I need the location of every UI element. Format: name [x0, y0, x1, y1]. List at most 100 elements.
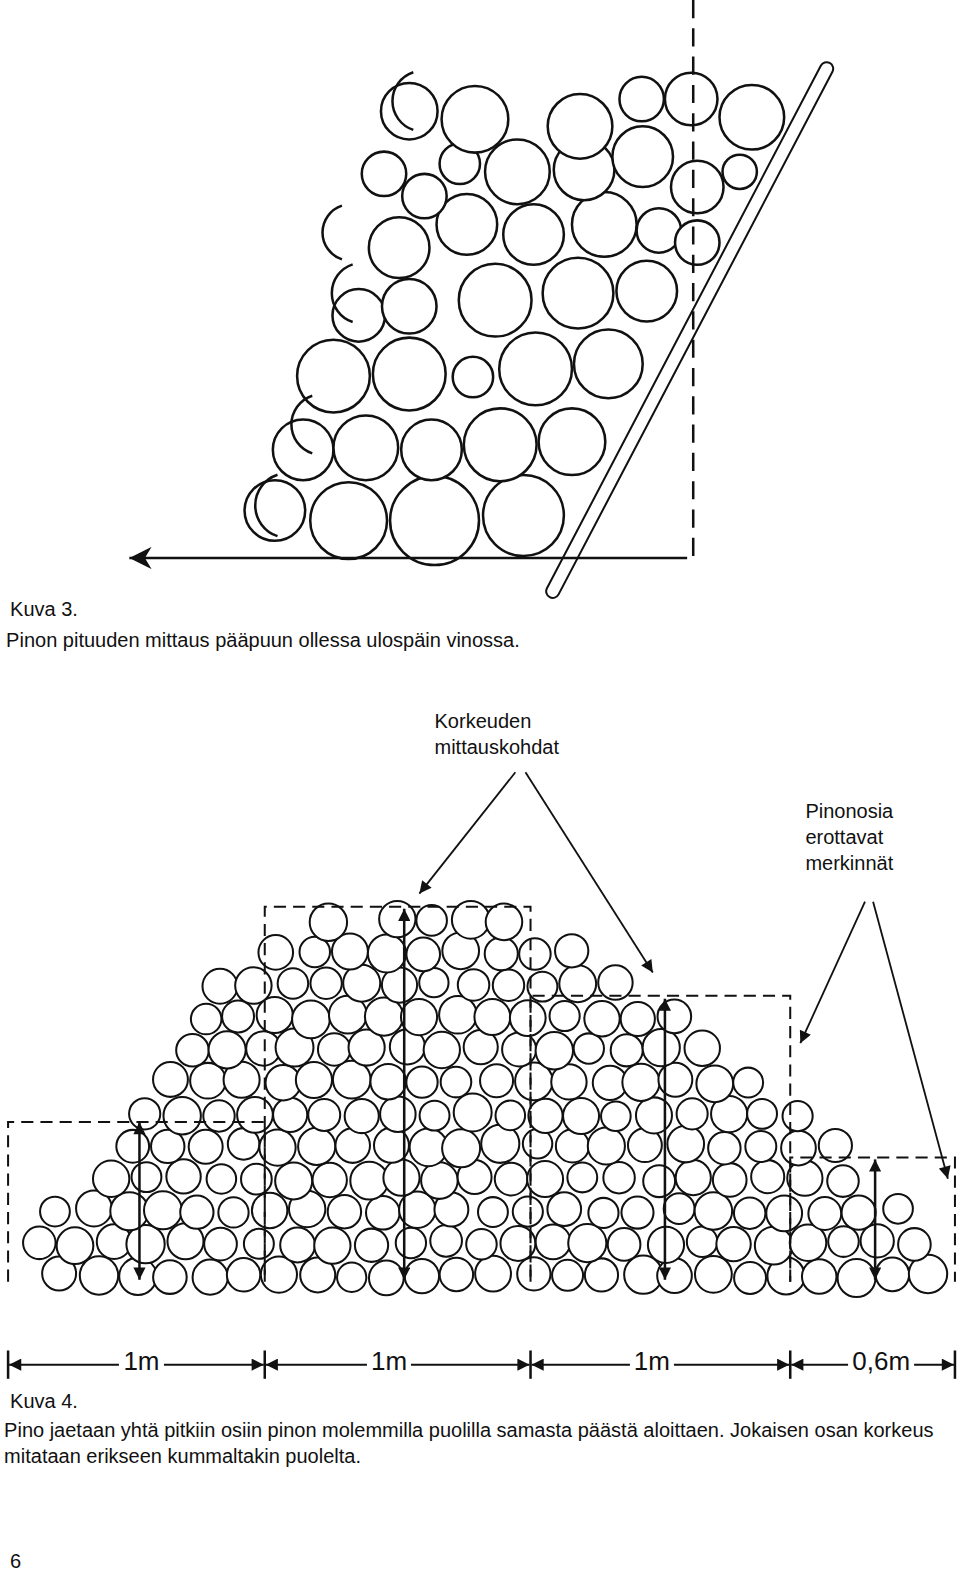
figure-caption: Pinon pituuden mittaus pääpuun ollessa u… — [6, 627, 956, 653]
dimension-tick — [7, 1350, 10, 1378]
log-end — [499, 333, 572, 406]
log-end — [362, 152, 406, 196]
log-end-partial — [332, 264, 353, 322]
log-end — [898, 1228, 931, 1261]
log-end — [401, 999, 437, 1035]
log-end — [191, 1004, 222, 1035]
log-end — [658, 1000, 692, 1034]
log-end — [373, 338, 446, 411]
log-end — [601, 1101, 631, 1131]
log-end — [292, 1001, 330, 1039]
log-end — [258, 935, 293, 970]
dimension-label: 1m — [630, 1347, 674, 1376]
log-end — [517, 1257, 550, 1290]
log-end-partial — [323, 206, 342, 260]
log-end — [421, 1162, 458, 1199]
log-end — [405, 1259, 439, 1293]
log-end — [716, 1227, 750, 1261]
log-end — [355, 1229, 388, 1262]
log-end — [552, 1260, 583, 1291]
log-end — [296, 1062, 332, 1098]
log-end — [416, 905, 447, 936]
log-end — [555, 934, 588, 967]
log-end — [734, 1262, 766, 1294]
log-end — [310, 904, 347, 941]
log-end — [503, 204, 564, 265]
log-end — [396, 1228, 426, 1258]
log-end — [677, 1098, 708, 1129]
log-end — [252, 1193, 287, 1228]
log-end — [708, 1132, 740, 1164]
log-end — [493, 970, 524, 1001]
log-end — [310, 968, 341, 999]
log-end — [381, 83, 438, 140]
dimension-tick — [529, 1350, 532, 1378]
log-end — [454, 1093, 492, 1131]
log-end — [382, 279, 437, 334]
log-end — [153, 1260, 187, 1294]
section-outline — [8, 1122, 265, 1282]
log-end — [622, 1064, 659, 1101]
log-end — [665, 73, 718, 126]
log-end — [483, 475, 564, 556]
log-end — [163, 1097, 200, 1134]
figure-number: Kuva 3. — [10, 596, 313, 622]
log-end-partial — [255, 475, 277, 536]
log-end — [474, 999, 510, 1035]
log-end — [747, 1099, 777, 1129]
log-end — [475, 1256, 511, 1292]
log-end — [588, 1198, 618, 1228]
log-end — [528, 1099, 562, 1133]
log-end — [519, 938, 550, 970]
log-end — [439, 996, 477, 1034]
log-end — [401, 419, 462, 480]
log-end — [536, 1225, 571, 1260]
log-end — [308, 1099, 340, 1131]
log-end — [713, 1163, 747, 1197]
log-end — [298, 1128, 335, 1165]
log-end — [314, 1227, 350, 1263]
log-end — [207, 1164, 237, 1194]
stake-outline — [553, 69, 827, 592]
log-end — [370, 1064, 406, 1100]
log-end — [584, 1001, 619, 1036]
log-end — [876, 1258, 910, 1292]
dimension-tick — [954, 1350, 957, 1378]
log-end — [278, 968, 309, 999]
log-end — [495, 1163, 528, 1196]
log-end — [567, 1163, 597, 1193]
log-end — [245, 480, 306, 541]
log-end-partial — [291, 396, 312, 454]
log-end — [734, 1197, 765, 1229]
log-end — [621, 1197, 653, 1229]
log-end — [685, 1030, 720, 1065]
log-end — [193, 1260, 228, 1295]
log-end — [548, 94, 613, 159]
log-end — [366, 1196, 400, 1230]
log-end — [676, 1160, 711, 1195]
log-end — [486, 904, 523, 941]
log-end — [383, 1160, 419, 1196]
log-end — [273, 1098, 307, 1132]
log-end — [406, 1066, 437, 1097]
log-end — [527, 1161, 563, 1197]
callout-label: Pinonosia erottavat merkinnät — [805, 798, 952, 876]
log-end — [57, 1227, 94, 1264]
length-arrow — [129, 557, 687, 560]
log-end — [345, 1099, 379, 1133]
log-end — [547, 1192, 581, 1226]
log-end — [539, 408, 606, 475]
log-end — [664, 1193, 695, 1224]
figure-4 — [8, 772, 955, 1379]
log-end-partial — [392, 72, 413, 130]
log-end — [419, 968, 448, 997]
dimension-label: 1m — [119, 1347, 163, 1376]
log-end — [619, 77, 663, 121]
log-end — [574, 330, 643, 399]
log-end — [480, 1064, 513, 1097]
log-end — [204, 1228, 237, 1261]
log-end — [110, 1192, 148, 1230]
height-arrow — [403, 909, 406, 1280]
log-end — [235, 967, 271, 1003]
log-end — [313, 1163, 347, 1197]
